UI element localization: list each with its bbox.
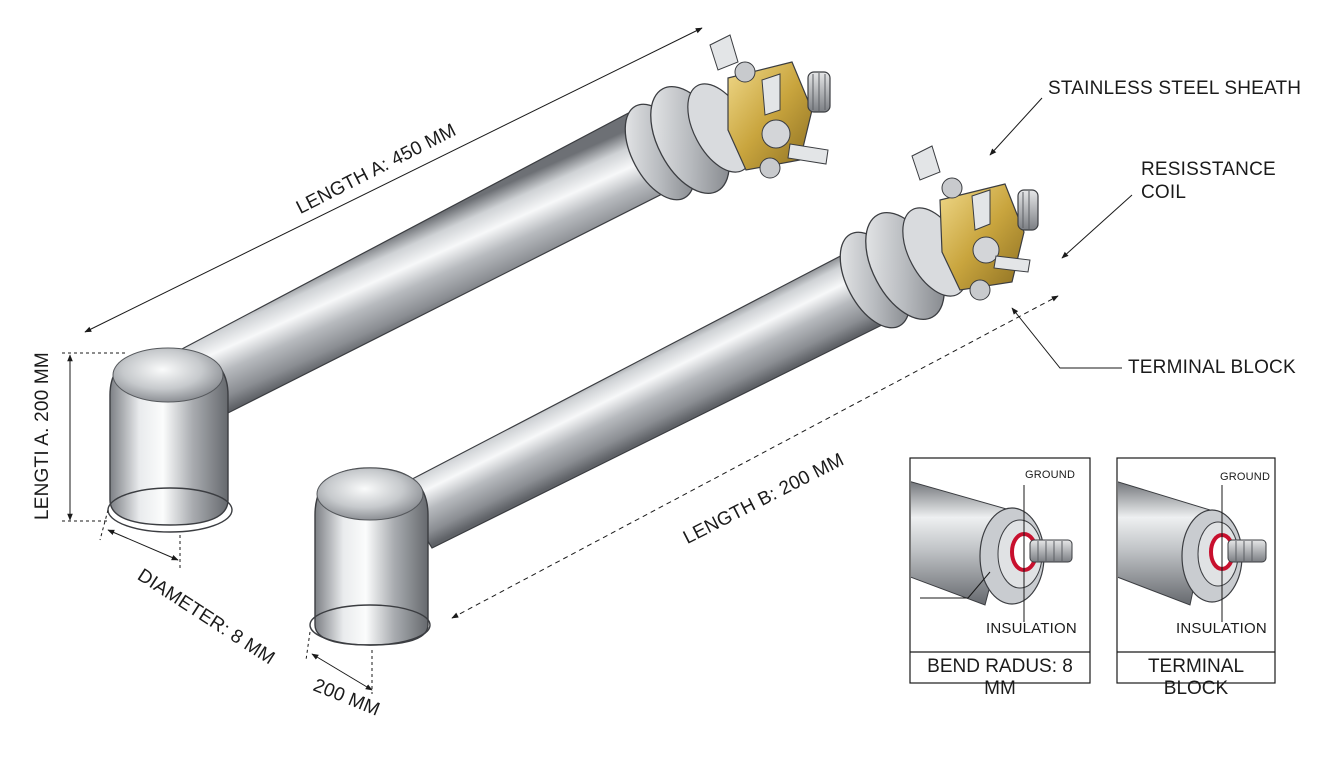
callout-sheath: STAINLESS STEEL SHEATH (1048, 78, 1302, 99)
dim-line-length-b (451, 295, 1059, 619)
callout-coil-line2: COIL (1141, 182, 1187, 203)
detail-left-ground: GROUND (1025, 469, 1076, 481)
elbow-b-cap (316, 467, 424, 521)
detail-inset-right (1116, 457, 1276, 684)
detail-right-caption: TERMINAL BLOCK (1147, 656, 1245, 699)
dim-line-bottom-200 (311, 653, 373, 691)
leader-sheath (989, 97, 1043, 156)
leader-lines (989, 97, 1133, 369)
tube-b (394, 249, 893, 549)
elbow-a-cap (112, 347, 224, 403)
terminal-housing-b (911, 145, 1039, 301)
dim-line-length-a-450 (84, 27, 703, 333)
callout-coil-line1: RESISSTANCE (1141, 159, 1276, 180)
leader-coil (1061, 194, 1133, 259)
detail-left-insulation: INSULATION (986, 620, 1077, 637)
elbow-b-base (309, 604, 431, 646)
detail-inset-left (909, 457, 1091, 684)
detail-right-insulation: INSULATION (1176, 620, 1267, 637)
leader-terminal-block (1011, 307, 1122, 369)
terminal-housing-a (709, 34, 831, 179)
callout-terminal-block: TERMINAL BLOCK (1128, 357, 1296, 378)
dim-line-diameter (107, 529, 179, 561)
label-length-a-200: LENGTI A. 200 MM (32, 352, 53, 520)
detail-left-caption: BEND RADUS: 8 MM (927, 656, 1073, 699)
detail-right-ground: GROUND (1220, 471, 1271, 483)
dimension-lines (62, 27, 1059, 694)
